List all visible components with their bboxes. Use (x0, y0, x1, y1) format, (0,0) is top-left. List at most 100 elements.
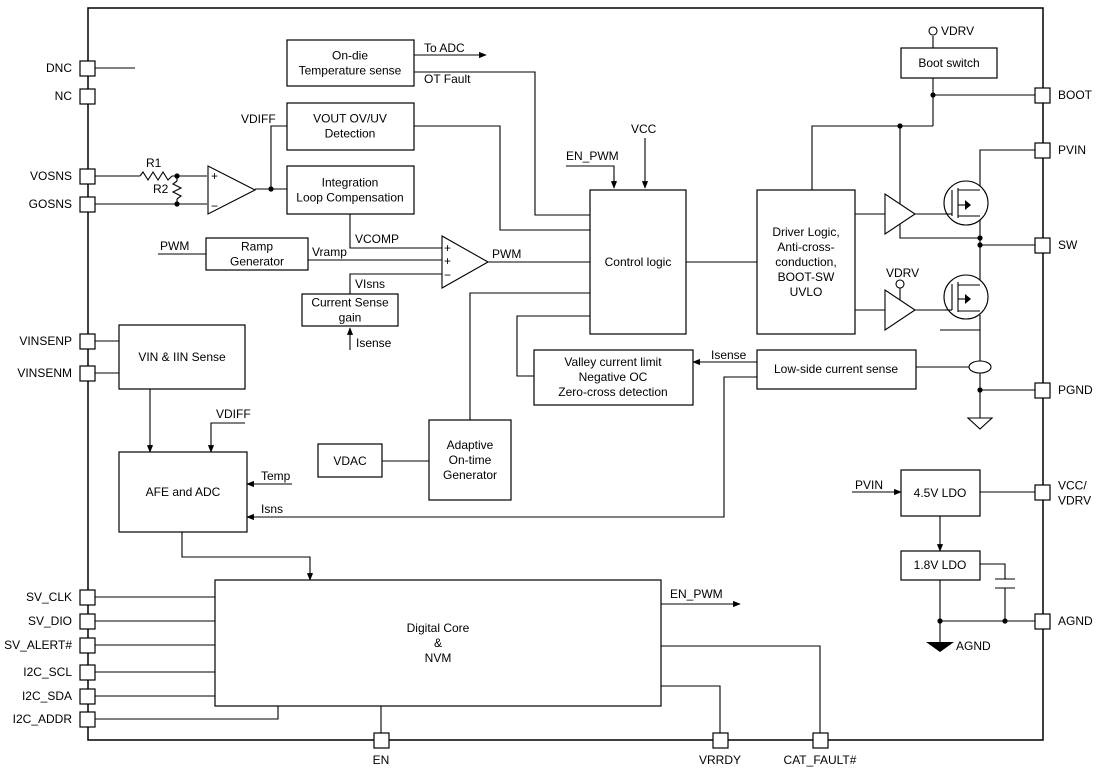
svg-text:AGND: AGND (1058, 614, 1093, 628)
pin-vosns: VOSNS (30, 168, 96, 185)
svg-text:SV_CLK: SV_CLK (26, 590, 72, 604)
pin-cat-fault: CAT_FAULT# (784, 732, 857, 767)
svg-text:PGND: PGND (1058, 383, 1093, 397)
svg-text:VINSENM: VINSENM (17, 366, 72, 380)
label-diffamp-minus: − (211, 199, 218, 213)
vin-iin-sense-block: VIN & IIN Sense (118, 324, 246, 390)
label-pvin-ldo: PVIN (855, 478, 883, 492)
svg-text:CAT_FAULT#: CAT_FAULT# (784, 753, 857, 767)
junction-dots (174, 92, 1008, 624)
label-vcomp: VCOMP (355, 232, 399, 246)
control-logic-block: Control logic (589, 189, 687, 335)
signal-labels: To ADC OT Fault VDIFF R1 R2 + − VCOMP PW… (146, 24, 991, 653)
svg-text:Low-side current sense: Low-side current sense (774, 362, 898, 376)
label-isense-ls: Isense (711, 348, 747, 362)
pin-vrrdy: VRRDY (699, 732, 741, 767)
pwm-comparator-symbol (441, 235, 490, 289)
pin-en: EN (373, 732, 390, 767)
low-side-buffer-symbol (884, 288, 916, 332)
afe-adc-block: AFE and ADC (118, 451, 248, 533)
svg-text:VDAC: VDAC (333, 454, 367, 468)
svg-text:Control logic: Control logic (605, 255, 672, 269)
pin-gosns: GOSNS (29, 196, 96, 213)
pin-sv-dio: SV_DIO (28, 613, 96, 630)
vdac-block: VDAC (317, 443, 383, 478)
pin-sv-clk: SV_CLK (26, 589, 96, 606)
low-side-current-sense-block: Low-side current sense (756, 349, 917, 390)
svg-text:4.5V LDO: 4.5V LDO (914, 486, 967, 500)
pins-bottom: EN VRRDY CAT_FAULT# (373, 732, 857, 767)
wires (95, 36, 1035, 733)
svg-text:I2C_ADDR: I2C_ADDR (13, 712, 73, 726)
pin-vcc-vdrv: VCC/VDRV (1034, 479, 1091, 508)
svg-text:Digital Core&NVM: Digital Core&NVM (407, 621, 470, 665)
svg-text:Boot switch: Boot switch (918, 56, 979, 70)
label-comp-plus-2: + (444, 254, 451, 268)
pins-right: BOOT PVIN SW PGND VCC/VDRV AGND (1034, 87, 1093, 630)
label-comp-minus: − (444, 268, 451, 282)
label-vdiff-afe: VDIFF (216, 407, 251, 421)
label-comp-plus-1: + (444, 241, 451, 255)
ldo-4v5-block: 4.5V LDO (900, 469, 981, 517)
label-diffamp-plus: + (211, 169, 218, 183)
svg-text:PVIN: PVIN (1058, 143, 1086, 157)
pin-sv-alert: SV_ALERT# (4, 637, 96, 654)
svg-text:I2C_SDA: I2C_SDA (22, 689, 72, 703)
svg-text:NC: NC (55, 89, 73, 103)
label-vdiff-top: VDIFF (241, 112, 276, 126)
pin-nc: NC (55, 88, 96, 105)
label-to-adc: To ADC (424, 41, 465, 55)
label-isns: Isns (261, 502, 283, 516)
pin-dnc: DNC (46, 60, 96, 77)
svg-text:SW: SW (1058, 238, 1078, 252)
svg-text:DNC: DNC (46, 61, 72, 75)
pin-sw: SW (1034, 237, 1078, 254)
pin-i2c-scl: I2C_SCL (23, 664, 96, 681)
driver-logic-block: Driver Logic,Anti-cross-conduction,BOOT-… (756, 189, 856, 335)
boot-switch-block: Boot switch (900, 47, 998, 79)
pins-left: DNC NC VOSNS GOSNS VINSENP VINSENM SV_CL… (4, 60, 96, 728)
svg-text:VINSENP: VINSENP (19, 334, 72, 348)
label-en-pwm-top: EN_PWM (566, 149, 619, 163)
svg-text:VIN & IIN Sense: VIN & IIN Sense (138, 350, 226, 364)
pin-boot: BOOT (1034, 87, 1093, 104)
pin-pvin: PVIN (1034, 142, 1086, 159)
label-r2: R2 (153, 182, 169, 196)
label-vcc: VCC (631, 122, 657, 136)
svg-text:VRRDY: VRRDY (699, 753, 741, 767)
svg-text:VOSNS: VOSNS (30, 169, 72, 183)
label-r1: R1 (146, 156, 162, 170)
pin-i2c-sda: I2C_SDA (22, 688, 96, 705)
high-side-buffer-symbol (884, 192, 916, 236)
svg-text:GOSNS: GOSNS (29, 197, 72, 211)
svg-text:Driver Logic,Anti-cross-conduc: Driver Logic,Anti-cross-conduction,BOOT-… (772, 225, 839, 299)
label-vdrv-top: VDRV (941, 24, 974, 38)
svg-text:VCC/VDRV: VCC/VDRV (1058, 479, 1091, 508)
svg-text:I2C_SCL: I2C_SCL (23, 665, 72, 679)
label-pwm-in: PWM (160, 239, 189, 253)
pin-pgnd: PGND (1034, 382, 1093, 399)
ldo-1v8-block: 1.8V LDO (900, 550, 981, 581)
digital-core-block: Digital Core&NVM (214, 579, 662, 707)
svg-text:BOOT: BOOT (1058, 88, 1093, 102)
svg-text:SV_DIO: SV_DIO (28, 614, 72, 628)
label-vdrv-mid: VDRV (886, 266, 919, 280)
agnd-ground-symbol (926, 642, 954, 652)
label-en-pwm-out: EN_PWM (670, 587, 723, 601)
low-side-fet-symbol (943, 274, 989, 320)
symbols (207, 26, 992, 652)
